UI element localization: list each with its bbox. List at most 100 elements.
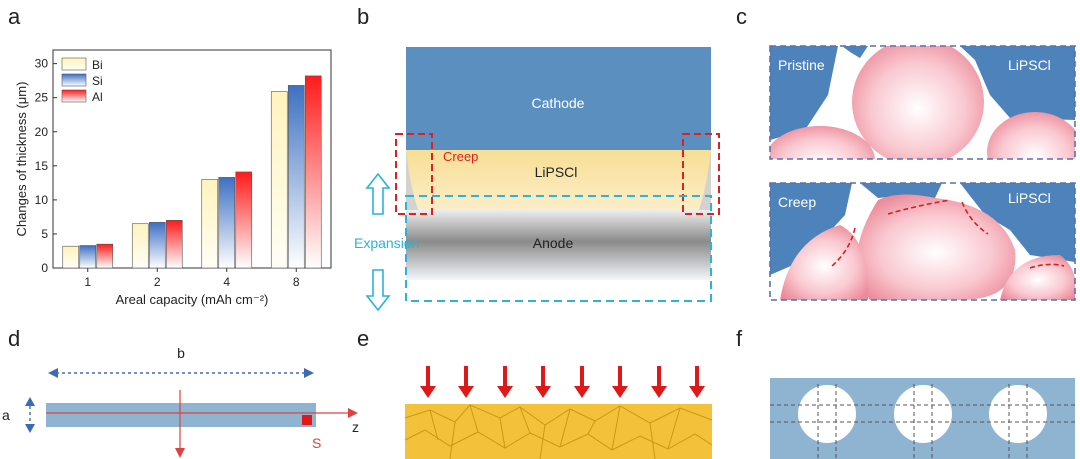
panel-c-top: Pristine LiPSCl bbox=[769, 45, 1076, 160]
expansion-box bbox=[405, 195, 712, 302]
x-tick-label: 1 bbox=[84, 275, 91, 289]
pressure-arrows bbox=[420, 366, 705, 398]
panel-e-diagram bbox=[404, 366, 713, 459]
creep-box-right bbox=[682, 133, 720, 215]
panel-d-diagram: b a z y S bbox=[2, 345, 359, 459]
expansion-label: Expansion bbox=[354, 235, 419, 251]
x-tick-label: 8 bbox=[293, 275, 300, 289]
y-axis-label-d: y bbox=[198, 454, 205, 459]
zoom-box bbox=[769, 182, 1076, 301]
bar-si bbox=[218, 177, 236, 269]
active-particle-deformed bbox=[856, 194, 1016, 300]
electrolyte-grain bbox=[960, 183, 1075, 262]
legend-label: Si bbox=[92, 74, 103, 88]
y-tick-label: 5 bbox=[41, 227, 48, 241]
lipscl-label-bottom: LiPSCl bbox=[1008, 190, 1051, 206]
creep-label: Creep bbox=[443, 149, 478, 164]
bar-bi bbox=[62, 245, 80, 269]
sample-bar bbox=[46, 403, 316, 427]
bar-al bbox=[165, 220, 183, 269]
bar-al bbox=[96, 243, 114, 269]
a-dimension-label: a bbox=[2, 407, 10, 423]
hole bbox=[894, 385, 952, 443]
active-particle-deformed bbox=[1000, 255, 1075, 300]
s-label: S bbox=[312, 435, 321, 451]
bar-bi bbox=[131, 223, 149, 269]
cathode-layer bbox=[406, 47, 711, 150]
legend-swatch bbox=[61, 57, 87, 71]
bar-al bbox=[235, 171, 253, 269]
panel-f-diagram bbox=[770, 378, 1075, 459]
creep-line bbox=[831, 227, 856, 267]
legend-label: Al bbox=[92, 90, 103, 104]
creep-line bbox=[1029, 263, 1065, 269]
particle-boundaries bbox=[404, 404, 713, 459]
pressure-arrow-head bbox=[535, 386, 551, 398]
active-particle bbox=[987, 112, 1075, 159]
electrolyte-grain bbox=[860, 183, 942, 198]
grid-lines bbox=[770, 384, 1075, 459]
x-tick-label: 2 bbox=[154, 275, 161, 289]
bar-al bbox=[304, 75, 322, 269]
active-particle bbox=[770, 126, 875, 159]
pressure-arrow-head bbox=[497, 386, 513, 398]
electrolyte-grain bbox=[770, 183, 852, 275]
plot-frame bbox=[52, 49, 332, 269]
bar-si bbox=[148, 222, 166, 269]
bar-si bbox=[287, 85, 305, 269]
panel-c-letter: c bbox=[736, 4, 747, 29]
pressure-arrow-head bbox=[574, 386, 590, 398]
expansion-down-arrow bbox=[365, 269, 391, 312]
electrolyte-grain bbox=[770, 46, 838, 140]
anode-layer bbox=[406, 210, 711, 280]
zoom-box bbox=[769, 45, 1076, 160]
z-axis-label: z bbox=[352, 419, 359, 435]
hole bbox=[798, 385, 856, 443]
y-tick-label: 10 bbox=[35, 193, 49, 207]
pressure-arrow-head bbox=[651, 386, 667, 398]
pristine-label: Pristine bbox=[778, 57, 825, 73]
electrolyte-grain bbox=[960, 46, 1075, 120]
y-tick-label: 30 bbox=[35, 57, 49, 71]
bar-si bbox=[79, 245, 97, 269]
expansion-up-arrow bbox=[365, 172, 391, 215]
particle-layer bbox=[405, 404, 712, 459]
y-tick-label: 25 bbox=[35, 91, 49, 105]
lipscl-label-top: LiPSCl bbox=[1008, 57, 1051, 73]
legend-swatch bbox=[61, 73, 87, 87]
panel-c-bottom: Creep LiPSCl bbox=[769, 182, 1076, 301]
panel-b-diagram: Cathode LiPSCl Anode Creep Expansion bbox=[354, 47, 720, 312]
creep-box-left bbox=[395, 133, 433, 215]
panel-a-letter: a bbox=[8, 4, 21, 29]
bars bbox=[62, 75, 322, 269]
panel-d-letter: d bbox=[8, 326, 21, 351]
y-tick-label: 15 bbox=[35, 159, 49, 173]
active-particle bbox=[852, 46, 984, 159]
bar-bi bbox=[270, 91, 288, 269]
creep-line bbox=[961, 201, 989, 235]
bar-bi bbox=[201, 179, 219, 269]
x-tick-label: 4 bbox=[223, 275, 230, 289]
y-axis-label: Changes of thickness (μm) bbox=[14, 82, 29, 237]
cathode-label: Cathode bbox=[532, 95, 585, 111]
y-axis: 0 5 10 15 20 25 30 bbox=[35, 57, 57, 275]
legend-swatch bbox=[61, 89, 87, 103]
anode-label: Anode bbox=[533, 235, 574, 251]
electrolyte-label: LiPSCl bbox=[535, 164, 578, 180]
panel-b-letter: b bbox=[357, 4, 370, 29]
hole bbox=[989, 385, 1047, 443]
electrolyte-grain bbox=[842, 46, 868, 58]
x-axis: 1 2 4 8 bbox=[84, 268, 300, 289]
x-axis-label: Areal capacity (mAh cm⁻²) bbox=[116, 292, 269, 307]
creep-line bbox=[887, 199, 951, 215]
pressure-arrow-head bbox=[420, 386, 436, 398]
pressure-arrow-head bbox=[458, 386, 474, 398]
y-tick-label: 20 bbox=[35, 125, 49, 139]
s-marker bbox=[302, 415, 312, 425]
pressure-arrow-head bbox=[689, 386, 705, 398]
y-tick-label: 0 bbox=[41, 261, 48, 275]
panel-f-letter: f bbox=[736, 326, 743, 351]
b-dimension-label: b bbox=[177, 345, 185, 361]
